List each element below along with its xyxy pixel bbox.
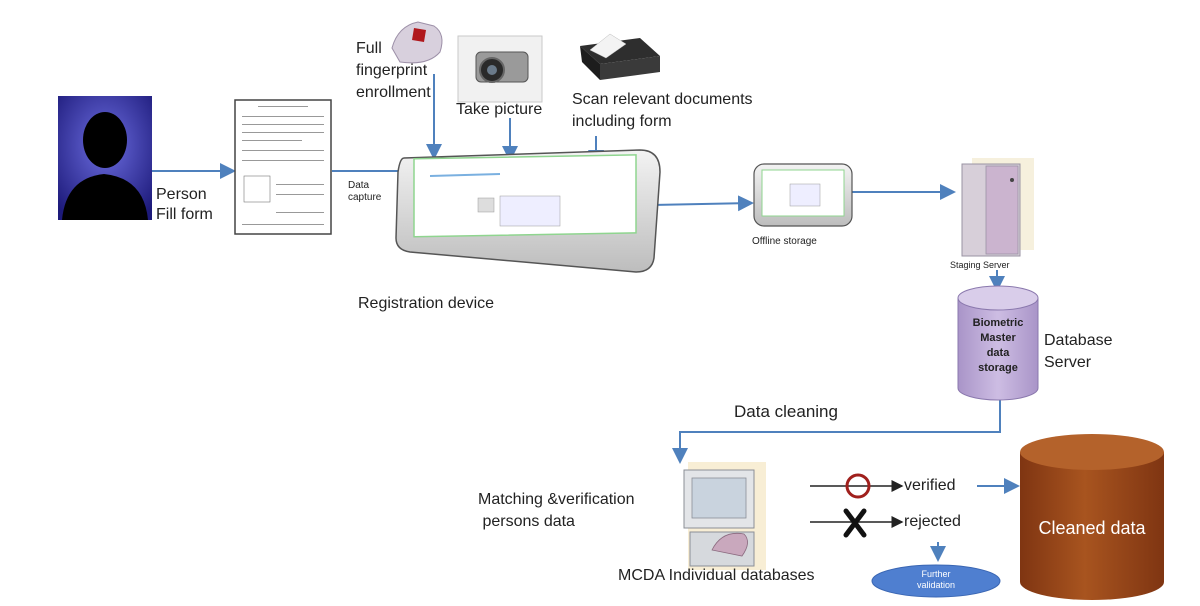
- cleaned-data-label: Cleaned data: [1038, 518, 1146, 538]
- person-portrait: [58, 96, 152, 220]
- further-validation-ellipse: [871, 564, 1001, 598]
- form-line: [258, 106, 308, 107]
- form-line: [276, 184, 324, 185]
- form-line: [242, 140, 302, 141]
- form-line: [242, 150, 324, 151]
- mcda-computer-icon: [683, 462, 766, 570]
- picture-label: Take picture: [456, 101, 543, 118]
- database-cylinder-text: Biometric Master data storage: [972, 317, 1024, 374]
- registration-form-sheet: [234, 99, 332, 235]
- database-server-label: Database Server: [1044, 332, 1113, 371]
- form-line: [276, 194, 324, 195]
- staging-server-label: Staging Server: [950, 260, 1010, 270]
- registration-device-icon: [395, 149, 661, 273]
- cleaned-data-cylinder: [1020, 434, 1164, 600]
- form-line: [242, 160, 324, 161]
- database-cylinder: [957, 285, 1039, 401]
- camera-icon: [457, 35, 543, 103]
- registration-device-label: Registration device: [358, 295, 495, 312]
- form-line: [276, 212, 324, 213]
- form-line: [242, 124, 324, 125]
- rejected-cross-icon: [843, 508, 867, 538]
- further-validation-label: Further validation: [916, 569, 956, 590]
- verified-circle-icon: [845, 473, 871, 499]
- data-cleaning-label: Data cleaning: [734, 402, 838, 421]
- document-scanner-icon: [580, 33, 660, 80]
- mcda-databases-label: MCDA Individual databases: [618, 567, 815, 584]
- person-label: Person Fill form: [156, 186, 213, 223]
- fingerprint-label: Full fingerprint enrollment: [356, 40, 431, 101]
- offline-storage-label: Offline storage: [752, 236, 817, 247]
- rejected-label: rejected: [904, 513, 961, 530]
- form-line: [242, 132, 324, 133]
- data-capture-label: Data capture: [348, 180, 382, 203]
- verified-label: verified: [904, 477, 956, 494]
- matching-label: Matching &verification persons data: [478, 491, 635, 530]
- arrow-database-to-matching: [672, 400, 1001, 464]
- offline-storage-icon: [753, 163, 853, 227]
- fingerprint-scanner-icon: [391, 21, 443, 64]
- form-line: [242, 116, 324, 117]
- scan-label: Scan relevant documents including form: [572, 91, 753, 130]
- staging-server-icon: [961, 158, 1034, 257]
- arrow-registration-to-offline: [651, 195, 754, 212]
- form-line: [242, 224, 324, 225]
